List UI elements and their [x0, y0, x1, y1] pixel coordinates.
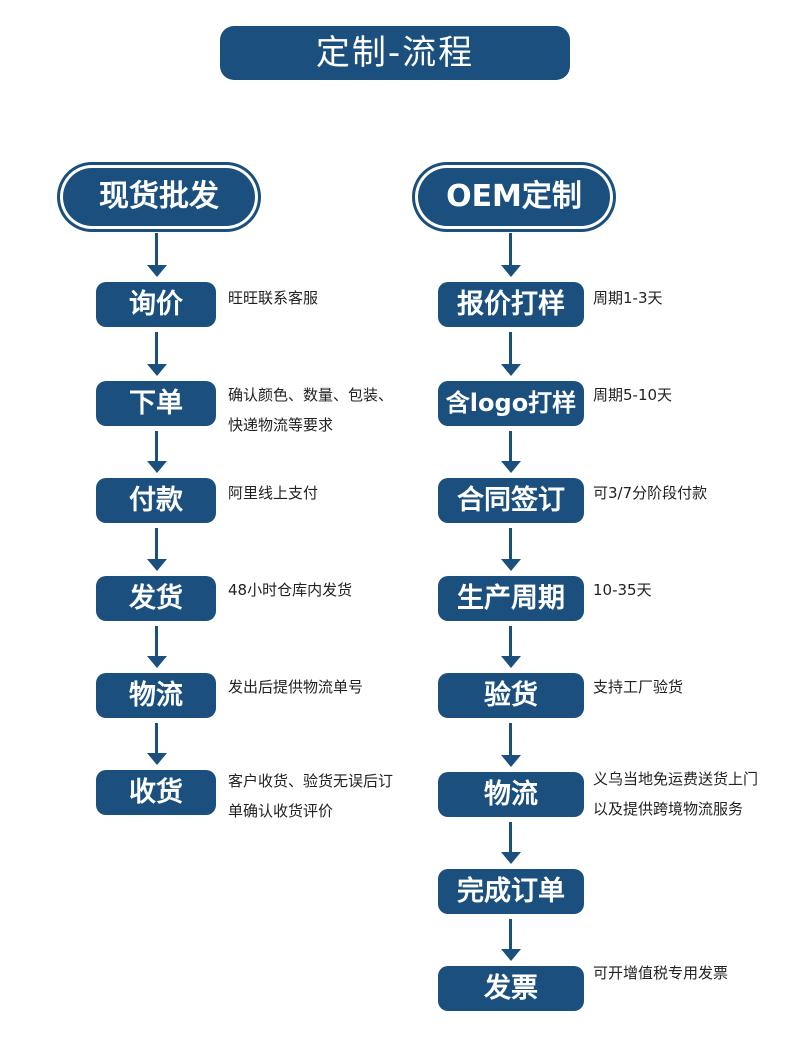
arrow-down-icon: [147, 528, 167, 571]
oem-header: OEM定制: [418, 168, 610, 226]
arrow-down-icon: [501, 723, 521, 767]
arrow-down-icon: [147, 626, 167, 668]
step-payment: 付款: [96, 478, 216, 523]
step-receipt: 收货: [96, 770, 216, 815]
arrow-down-icon: [147, 233, 167, 277]
step-production: 生产周期: [438, 576, 584, 621]
note-receipt: 客户收货、验货无误后订单确认收货评价: [228, 772, 394, 820]
arrow-down-icon: [501, 919, 521, 961]
step-invoice: 发票: [438, 966, 584, 1011]
step-inquiry: 询价: [96, 282, 216, 327]
note-inquiry: 旺旺联系客服: [228, 289, 319, 307]
arrow-down-icon: [501, 233, 521, 277]
step-logistics-left: 物流: [96, 673, 216, 718]
step-inspection: 验货: [438, 673, 584, 718]
note-payment: 阿里线上支付: [228, 484, 319, 502]
arrow-down-icon: [147, 332, 167, 376]
step-complete: 完成订单: [438, 869, 584, 914]
note-logistics-left: 发出后提供物流单号: [228, 678, 364, 696]
arrow-down-icon: [147, 431, 167, 473]
note-order: 确认颜色、数量、包装、快递物流等要求: [228, 386, 394, 434]
note-inspection: 支持工厂验货: [593, 678, 684, 696]
note-logo-sample: 周期5-10天: [593, 386, 673, 404]
note-contract: 可3/7分阶段付款: [593, 484, 708, 502]
step-order: 下单: [96, 381, 216, 426]
step-logistics-right: 物流: [438, 772, 584, 817]
arrow-down-icon: [147, 723, 167, 765]
note-shipping: 48小时仓库内发货: [228, 581, 353, 599]
step-quote-sample: 报价打样: [438, 282, 584, 327]
arrow-down-icon: [501, 528, 521, 571]
step-shipping: 发货: [96, 576, 216, 621]
step-logo-sample: 含logo打样: [438, 381, 584, 426]
note-invoice: 可开增值税专用发票: [593, 964, 729, 982]
note-production: 10-35天: [593, 581, 652, 599]
note-logistics-right: 义乌当地免运费送货上门以及提供跨境物流服务: [593, 770, 759, 818]
step-contract: 合同签订: [438, 478, 584, 523]
arrow-down-icon: [501, 431, 521, 473]
arrow-down-icon: [501, 822, 521, 864]
note-quote-sample: 周期1-3天: [593, 289, 663, 307]
arrow-down-icon: [501, 626, 521, 668]
retail-header: 现货批发: [63, 168, 255, 226]
arrow-down-icon: [501, 332, 521, 376]
page-title: 定制-流程: [220, 26, 570, 80]
